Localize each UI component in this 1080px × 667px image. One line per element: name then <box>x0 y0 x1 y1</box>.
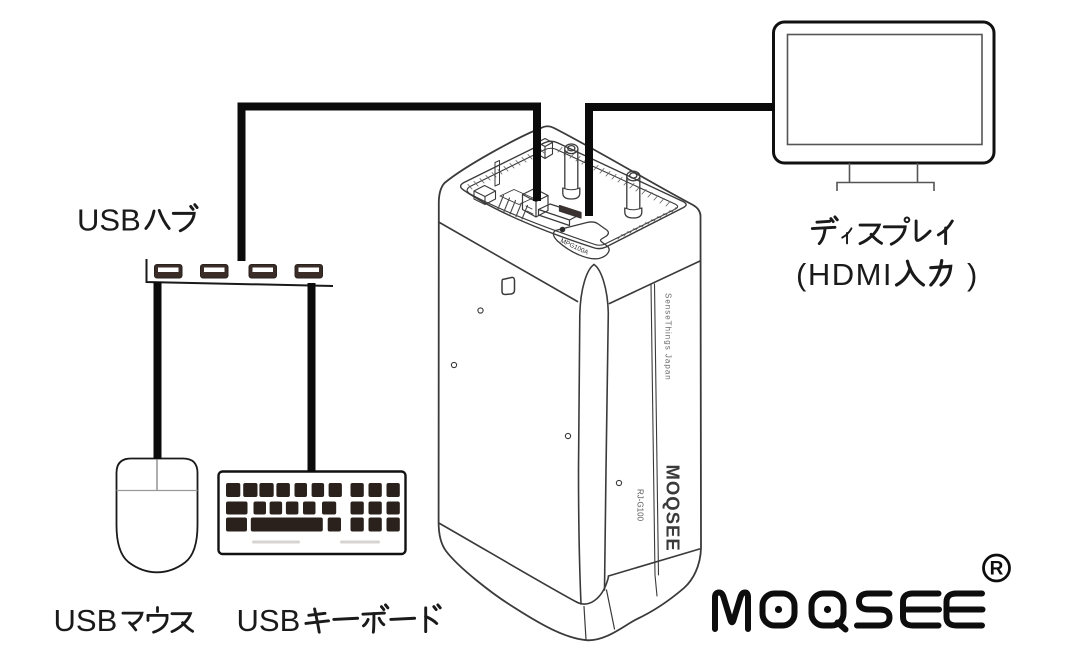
svg-text:USB: USB <box>77 203 141 238</box>
svg-text:R: R <box>990 559 1004 580</box>
svg-text:USB: USB <box>237 603 301 638</box>
svg-text:RJ-G100: RJ-G100 <box>636 489 645 522</box>
svg-text:USB: USB <box>54 603 118 638</box>
svg-text:(HDMI: (HDMI <box>796 257 893 292</box>
svg-text:MOQSEE: MOQSEE <box>663 465 684 552</box>
svg-text:): ) <box>967 257 977 292</box>
svg-text:SenseThings Japan: SenseThings Japan <box>664 293 673 381</box>
